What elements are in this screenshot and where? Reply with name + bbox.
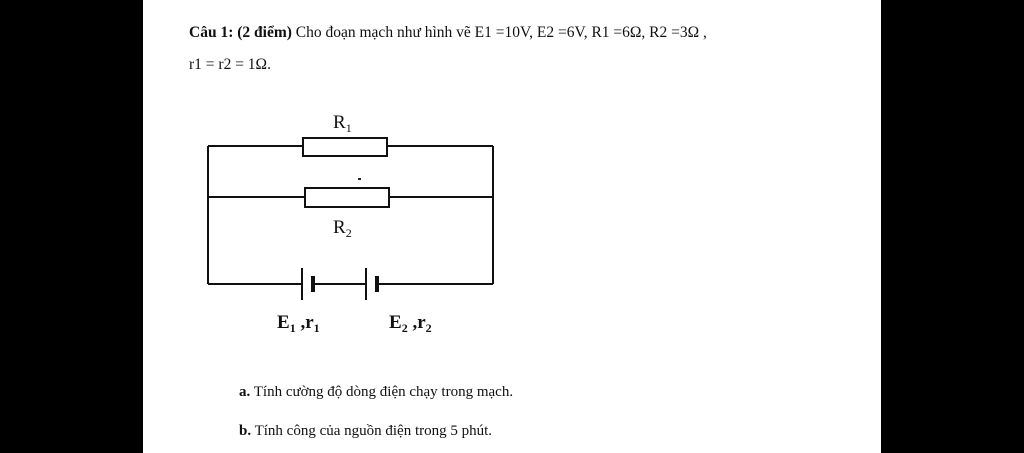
problem-title: Câu 1: — [189, 24, 234, 41]
resistor-r2 — [304, 187, 390, 208]
battery-e2 — [365, 268, 379, 300]
circuit-diagram: R1 R2 E1 ,r1 E2 ,r2 — [207, 112, 494, 335]
question-a: a. Tính cường độ dòng điện chạy trong mạ… — [239, 384, 513, 401]
label-r1: R1 — [333, 112, 352, 135]
label-e1-r1: E1 ,r1 — [277, 312, 320, 335]
problem-statement-line-2: r1 = r2 = 1Ω. — [189, 56, 271, 74]
question-a-text: Tính cường độ dòng điện chạy trong mạch. — [253, 384, 514, 400]
question-b-label: b. — [239, 423, 252, 439]
stray-dot — [358, 178, 361, 180]
problem-text-1: Cho đoạn mạch như hình vẽ E1 =10V, E2 =6… — [295, 24, 707, 41]
question-b-text: Tính công của nguồn điện trong 5 phút. — [254, 423, 493, 439]
problem-points: (2 điểm) — [237, 24, 292, 41]
problem-text-2: r1 = r2 = 1Ω. — [189, 56, 271, 73]
battery-e1 — [301, 268, 315, 300]
label-r2: R2 — [333, 217, 352, 240]
resistor-r1 — [302, 137, 388, 157]
label-e2-r2: E2 ,r2 — [389, 312, 432, 335]
document-page: Câu 1: (2 điểm) Cho đoạn mạch như hình v… — [143, 0, 881, 453]
problem-statement-line-1: Câu 1: (2 điểm) Cho đoạn mạch như hình v… — [189, 24, 707, 42]
question-b: b. Tính công của nguồn điện trong 5 phút… — [239, 423, 492, 440]
question-a-label: a. — [239, 384, 251, 400]
